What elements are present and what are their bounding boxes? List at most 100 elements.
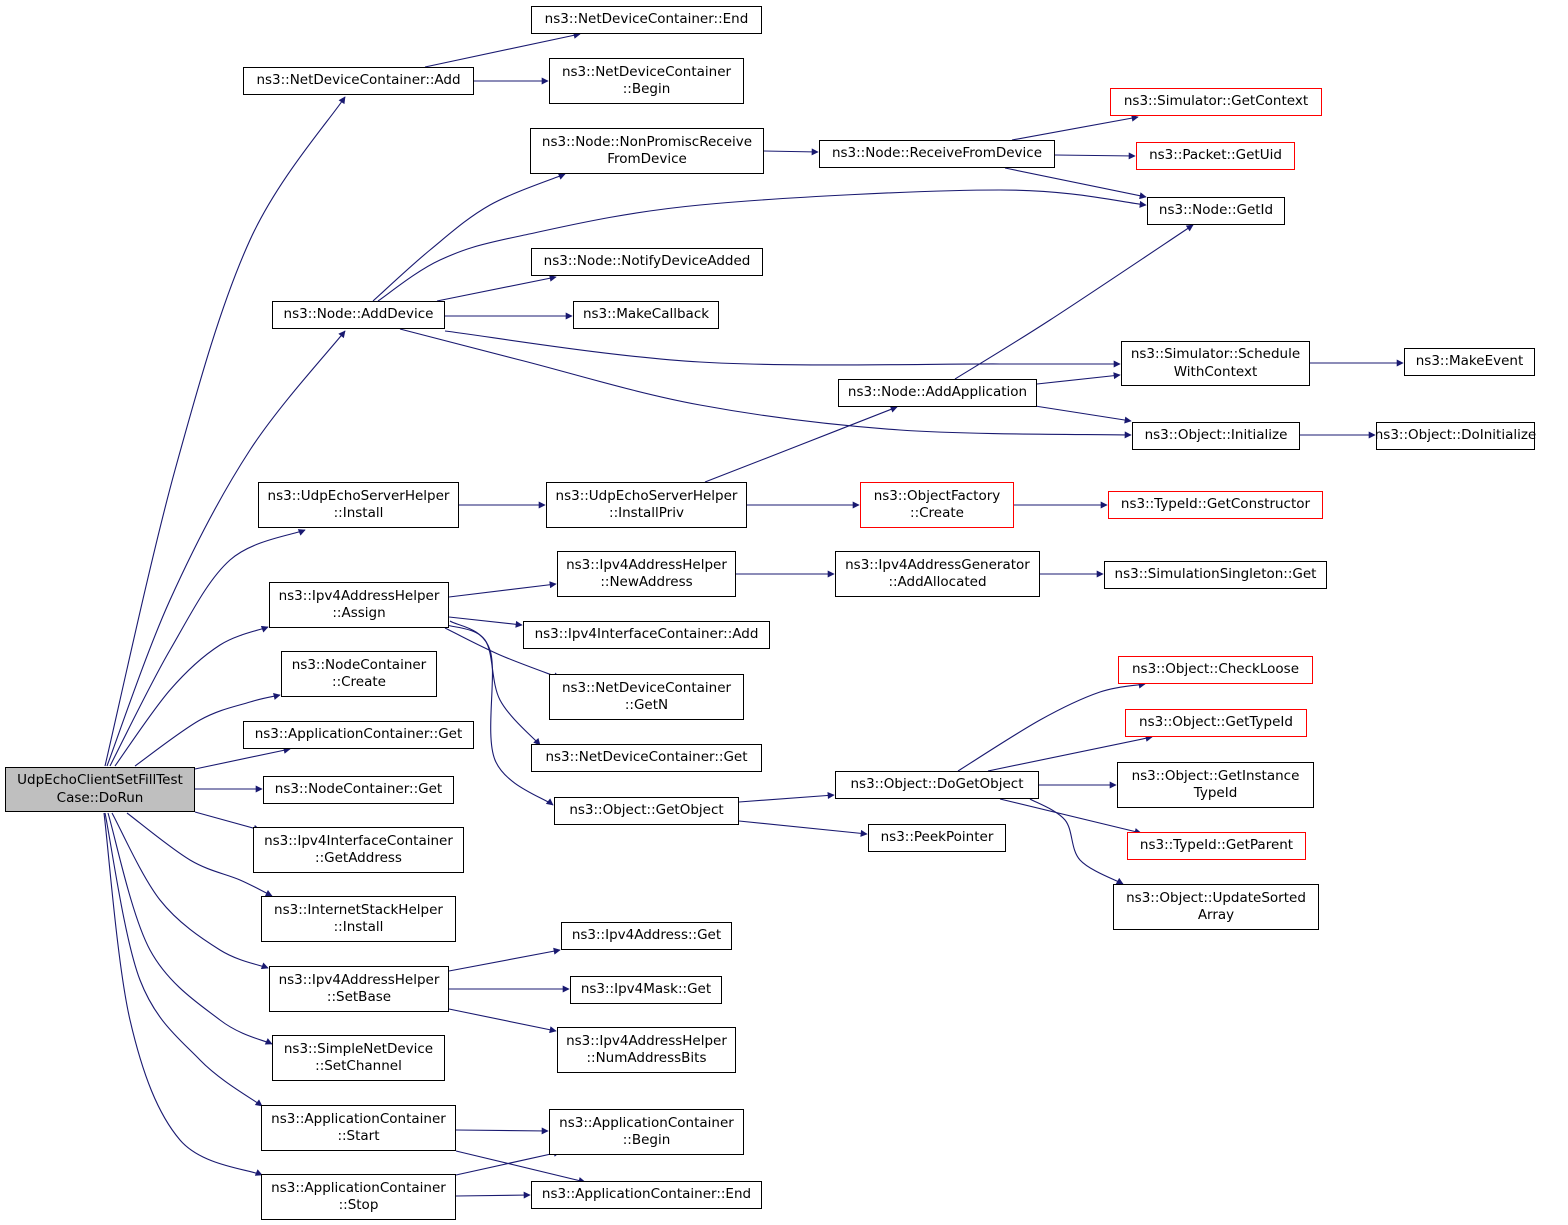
- function-node-ac-stop[interactable]: ns3::ApplicationContainer::Stop: [261, 1174, 456, 1220]
- function-node-label-line: ns3::Object::GetInstance: [1131, 767, 1300, 784]
- function-node-simsingleton[interactable]: ns3::SimulationSingleton::Get: [1104, 561, 1327, 589]
- call-edge-node_rfd-to-node_getid: [1004, 167, 1147, 200]
- function-node-ipv4ah-assign[interactable]: ns3::Ipv4AddressHelper::Assign: [269, 582, 449, 628]
- function-node-obj-getobj[interactable]: ns3::Object::GetObject: [554, 797, 739, 825]
- call-edge-root-to-ndc_add: [104, 96, 346, 767]
- function-node-pkt-uid[interactable]: ns3::Packet::GetUid: [1136, 142, 1295, 170]
- function-node-label-line: ::Create: [910, 505, 964, 521]
- function-node-of-create[interactable]: ns3::ObjectFactory::Create: [860, 482, 1014, 528]
- call-edge-ndc_add-to-ndc_end: [424, 31, 581, 68]
- function-node-label-line: ns3::Object::CheckLoose: [1131, 661, 1299, 678]
- function-node-node-nda[interactable]: ns3::Node::NotifyDeviceAdded: [531, 248, 763, 276]
- function-node-sim-getctx[interactable]: ns3::Simulator::GetContext: [1110, 88, 1322, 116]
- function-node-label-line: ns3::Ipv4Mask::Get: [580, 981, 712, 998]
- function-node-label-line: ns3::Ipv4AddressHelper: [566, 556, 727, 573]
- call-edge-root-to-ipv4ah_assign: [114, 625, 269, 767]
- function-node-label-line: ns3::Node::AddDevice: [283, 306, 434, 323]
- function-node-label-line: ns3::Node::NotifyDeviceAdded: [543, 253, 751, 270]
- call-edge-obj_getobj-to-obj_dgo: [738, 791, 835, 803]
- function-node-ipv4ag-aa[interactable]: ns3::Ipv4AddressGenerator::AddAllocated: [835, 551, 1040, 597]
- function-node-label-line: ::Begin: [622, 1132, 671, 1148]
- function-node-ndc-end[interactable]: ns3::NetDeviceContainer::End: [531, 6, 762, 34]
- call-edge-root-to-ipv4ic_getaddr: [194, 811, 261, 832]
- function-node-uesh-ip[interactable]: ns3::UdpEchoServerHelper::InstallPriv: [546, 482, 747, 528]
- function-node-label-line: ::SetChannel: [315, 1058, 402, 1074]
- function-node-label-line: ns3::MakeEvent: [1415, 353, 1524, 370]
- function-node-ipv4ah-new[interactable]: ns3::Ipv4AddressHelper::NewAddress: [557, 551, 736, 597]
- function-node-label-line: ns3::PeekPointer: [880, 829, 994, 846]
- function-node-ndc-getn[interactable]: ns3::NetDeviceContainer::GetN: [549, 674, 744, 720]
- call-edge-root-to-nc_create: [134, 693, 281, 767]
- function-node-obj-dgo[interactable]: ns3::Object::DoGetObject: [835, 771, 1039, 799]
- function-node-label-line: ns3::Node::AddApplication: [847, 384, 1028, 401]
- function-node-ipv4ic-getaddr[interactable]: ns3::Ipv4InterfaceContainer::GetAddress: [253, 827, 464, 873]
- function-node-label-line: ns3::NetDeviceContainer::Add: [256, 72, 461, 89]
- function-node-label-line: ::GetAddress: [315, 850, 402, 866]
- function-node-label-line: ns3::ApplicationContainer: [271, 1110, 446, 1127]
- function-node-label-line: ns3::NodeContainer: [291, 656, 427, 673]
- function-node-tid-parent[interactable]: ns3::TypeId::GetParent: [1127, 832, 1306, 860]
- function-node-makeevent[interactable]: ns3::MakeEvent: [1404, 348, 1535, 376]
- function-node-label-line: ::Install: [333, 919, 384, 935]
- function-node-tid-ctor[interactable]: ns3::TypeId::GetConstructor: [1108, 491, 1323, 519]
- function-node-ipv4m-get[interactable]: ns3::Ipv4Mask::Get: [570, 976, 722, 1004]
- function-node-node-addapp[interactable]: ns3::Node::AddApplication: [838, 379, 1037, 407]
- function-node-label-line: ::Start: [337, 1128, 380, 1144]
- call-edge-root-to-ipv4ah_setbase: [111, 812, 269, 970]
- function-node-label-line: ns3::Ipv4AddressHelper: [566, 1032, 727, 1049]
- function-node-label-line: ns3::ApplicationContainer: [559, 1114, 734, 1131]
- function-node-label-line: ns3::Node::NonPromiscReceive: [541, 133, 753, 150]
- function-node-makecb[interactable]: ns3::MakeCallback: [573, 301, 719, 329]
- function-node-ipv4ah-setbase[interactable]: ns3::Ipv4AddressHelper::SetBase: [269, 966, 449, 1012]
- function-node-label-line: ::Begin: [622, 81, 671, 97]
- call-edge-root-to-uesh_install: [109, 529, 306, 767]
- function-node-obj-init[interactable]: ns3::Object::Initialize: [1132, 422, 1300, 450]
- function-node-uesh-install[interactable]: ns3::UdpEchoServerHelper::Install: [258, 482, 459, 528]
- function-node-ipv4ic-add[interactable]: ns3::Ipv4InterfaceContainer::Add: [523, 621, 770, 649]
- function-node-label-line: ns3::UdpEchoServerHelper: [555, 487, 738, 504]
- function-node-label-line: ns3::Object::DoGetObject: [850, 776, 1024, 793]
- function-node-label-line: ns3::Simulator::Schedule: [1130, 346, 1301, 362]
- call-edge-obj_dgo-to-tid_parent: [999, 798, 1142, 835]
- function-node-label-line: TypeId: [1193, 785, 1238, 801]
- function-node-label-line: ::Create: [332, 674, 386, 690]
- function-node-obj-gettid[interactable]: ns3::Object::GetTypeId: [1125, 709, 1307, 737]
- function-node-label-line: ns3::Object::GetObject: [569, 802, 724, 819]
- function-node-label-line: ns3::Object::Initialize: [1144, 427, 1288, 444]
- function-node-ipv4ah-nab[interactable]: ns3::Ipv4AddressHelper::NumAddressBits: [557, 1027, 736, 1073]
- function-node-nc-get[interactable]: ns3::NodeContainer::Get: [263, 776, 454, 804]
- function-node-node-getid[interactable]: ns3::Node::GetId: [1147, 197, 1285, 225]
- function-node-ndc-add[interactable]: ns3::NetDeviceContainer::Add: [243, 67, 474, 95]
- function-node-label-line: ::AddAllocated: [888, 574, 987, 590]
- function-node-label-line: ns3::ApplicationContainer::End: [541, 1186, 752, 1203]
- function-node-ish-install[interactable]: ns3::InternetStackHelper::Install: [261, 896, 456, 942]
- function-node-node-rfd[interactable]: ns3::Node::ReceiveFromDevice: [819, 140, 1055, 168]
- call-edge-node_addapp-to-obj_init: [1034, 405, 1132, 424]
- function-node-ac-start[interactable]: ns3::ApplicationContainer::Start: [261, 1105, 456, 1151]
- function-node-ndc-get[interactable]: ns3::NetDeviceContainer::Get: [531, 744, 762, 772]
- function-node-ac-get[interactable]: ns3::ApplicationContainer::Get: [243, 721, 474, 749]
- function-node-ipv4a-get[interactable]: ns3::Ipv4Address::Get: [561, 922, 732, 950]
- function-node-node-adddev[interactable]: ns3::Node::AddDevice: [272, 301, 445, 329]
- function-node-label-line: ns3::SimpleNetDevice: [283, 1040, 434, 1057]
- function-node-label-line: ns3::Node::GetId: [1158, 202, 1274, 219]
- function-node-label-line: ::InstallPriv: [609, 505, 684, 521]
- call-edge-ipv4ah_assign-to-ipv4ic_add: [448, 616, 523, 628]
- call-edge-root-to-ac_stop: [103, 812, 263, 1176]
- function-node-snd-setchan[interactable]: ns3::SimpleNetDevice::SetChannel: [272, 1035, 445, 1081]
- call-edge-node_adddev-to-sim_swc: [444, 330, 1121, 368]
- function-node-obj-checkloose[interactable]: ns3::Object::CheckLoose: [1118, 656, 1313, 684]
- function-node-ac-begin[interactable]: ns3::ApplicationContainer::Begin: [549, 1109, 744, 1155]
- function-node-obj-doinit[interactable]: ns3::Object::DoInitialize: [1375, 422, 1536, 450]
- function-node-nc-create[interactable]: ns3::NodeContainer::Create: [281, 651, 437, 697]
- call-edge-ipv4ah_setbase-to-ipv4a_get: [448, 947, 561, 972]
- function-node-ac-end[interactable]: ns3::ApplicationContainer::End: [531, 1181, 762, 1209]
- function-node-ndc-begin[interactable]: ns3::NetDeviceContainer::Begin: [549, 58, 744, 104]
- function-node-peekptr[interactable]: ns3::PeekPointer: [868, 824, 1006, 852]
- function-node-label-line: ns3::MakeCallback: [582, 306, 710, 323]
